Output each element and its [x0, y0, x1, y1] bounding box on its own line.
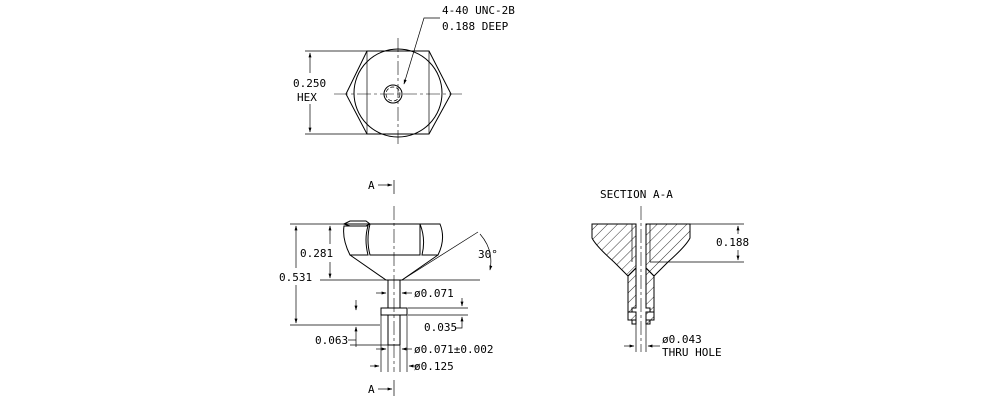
section-flange-left: [627, 311, 637, 321]
cone-taper: [349, 254, 439, 281]
section-tip-right: [645, 319, 651, 325]
thread-callout-line1: 4-40 UNC-2B: [442, 4, 515, 17]
dim-flange-dia: ø0.125: [414, 360, 454, 373]
front-view: A A 0.531 0.281: [279, 179, 498, 396]
section-stem-left: [627, 266, 637, 313]
thread-callout-leader: [403, 17, 440, 85]
dim-overall-height: 0.531: [279, 271, 312, 284]
dim-depth: 0.188: [716, 236, 749, 249]
section-view: SECTION A-A 0.188 ø0.043 THRU HOLE: [591, 188, 749, 359]
hex-chamfer-circle: [353, 48, 443, 138]
flange: [380, 307, 408, 316]
section-title: SECTION A-A: [600, 188, 673, 201]
hex-head-face-right: [419, 223, 444, 256]
hex-dim-label: HEX: [297, 91, 317, 104]
section-stem-right: [645, 266, 655, 313]
section-marker-top: A: [368, 179, 375, 192]
dim-head-height: 0.281: [300, 247, 333, 260]
dim-hole-label: THRU HOLE: [662, 346, 722, 359]
dim-flange-pos: 0.063: [315, 334, 348, 347]
angle-ext-line: [401, 231, 479, 281]
section-marker-bottom: A: [368, 383, 375, 396]
section-head-left: [591, 223, 637, 277]
dim-angle: 30°: [478, 248, 498, 261]
hex-head-face-left: [343, 225, 369, 256]
hex-outline: [345, 50, 452, 135]
section-tip-left: [631, 319, 637, 325]
hex-dim-value: 0.250: [293, 77, 326, 90]
dim-tip-dia: ø0.071±0.002: [414, 343, 493, 356]
dim-flange-thk: 0.035: [424, 321, 457, 334]
angle-arc: [479, 233, 493, 271]
threaded-hole-minor: [385, 86, 401, 102]
section-flange-right: [645, 311, 655, 321]
top-view: 4-40 UNC-2B 0.188 DEEP 0.250 HEX: [293, 4, 515, 146]
section-head-right: [645, 223, 691, 277]
dim-flange-leader: [455, 327, 463, 329]
threaded-hole: [383, 84, 403, 104]
hex-head-face-center: [367, 223, 421, 256]
thread-callout-line2: 0.188 DEEP: [442, 20, 509, 33]
dim-hole-dia: ø0.043: [662, 333, 702, 346]
dim-stem-dia: ø0.071: [414, 287, 454, 300]
